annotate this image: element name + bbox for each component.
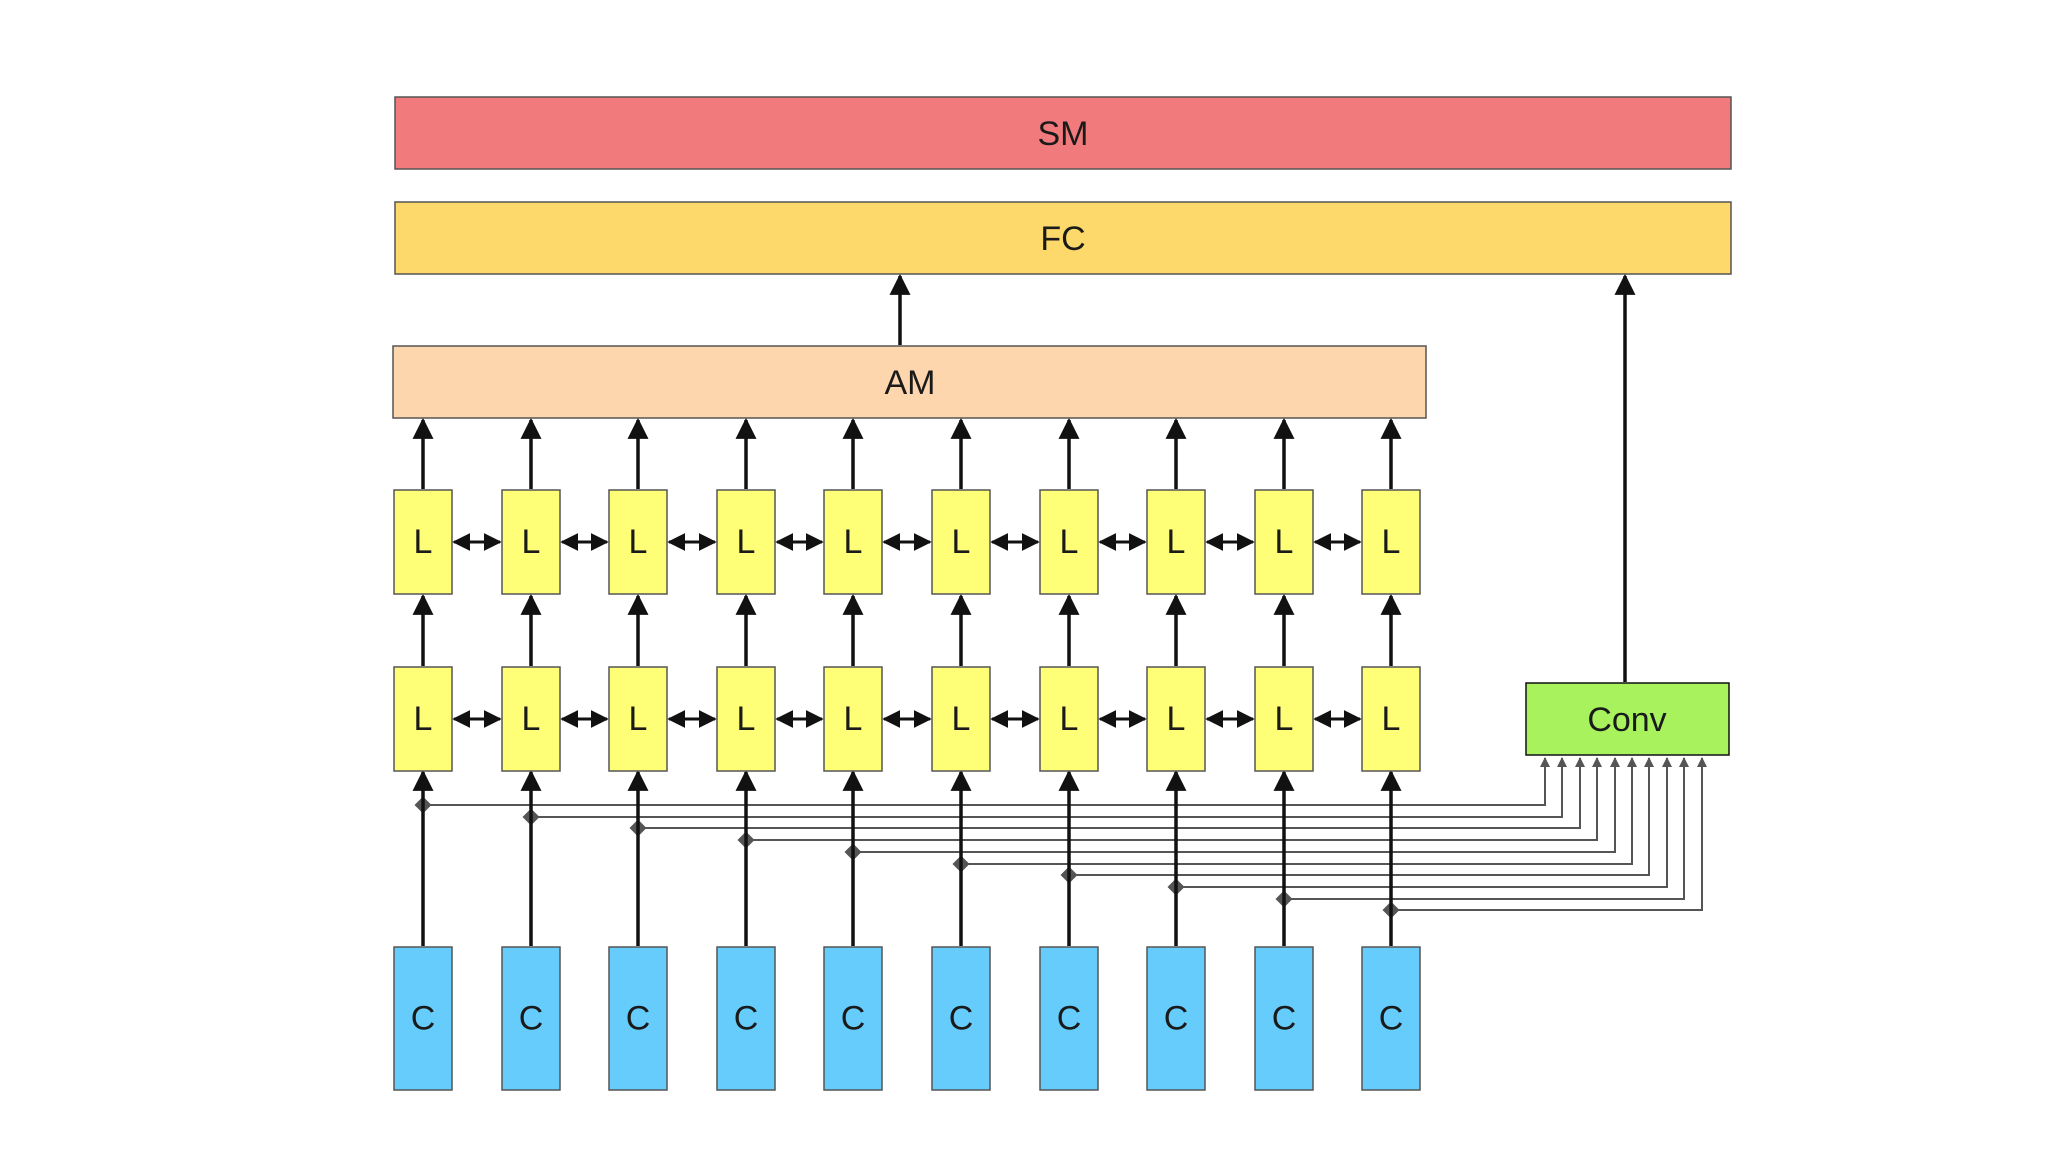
lstm-cell-lower: L [716,666,776,772]
char-label: C [949,1000,974,1038]
lstm-label: L [522,700,541,738]
char-input: C [501,946,561,1091]
lstm-label: L [1275,700,1294,738]
conv-tap-line [961,757,1637,865]
char-label: C [1164,1000,1189,1038]
char-label: C [734,1000,759,1038]
char-label: C [841,1000,866,1038]
lstm-label: L [844,523,863,561]
lstm-cell-upper: L [1361,489,1421,595]
lstm-label: L [414,523,433,561]
lstm-label: L [1060,523,1079,561]
arrows [412,273,1636,946]
char-label: C [1057,1000,1082,1038]
char-input: C [608,946,668,1091]
lstm-cell-upper: L [931,489,991,595]
lstm-cell-lower: L [931,666,991,772]
lstm-cell-upper: L [1039,489,1099,595]
char-label: C [1379,1000,1404,1038]
softmax-block: SM [394,96,1732,170]
lstm-label: L [1167,523,1186,561]
attention-block: AM [392,345,1427,419]
lstm-label: L [844,700,863,738]
lstm-cell-upper: L [823,489,883,595]
char-input: C [393,946,453,1091]
conv-label: Conv [1587,701,1666,739]
lstm-cell-upper: L [1254,489,1314,595]
lstm-cell-lower: L [393,666,453,772]
lstm-label: L [952,523,971,561]
attention-label: AM [885,364,936,402]
lstm-cell-upper: L [393,489,453,595]
lstm-label: L [1275,523,1294,561]
lstm-cell-upper: L [501,489,561,595]
conv-tap-line [1284,757,1689,900]
conv-tap-line [638,757,1585,829]
lstm-label: L [952,700,971,738]
fully-connected-label: FC [1040,220,1085,258]
lstm-cell-upper: L [716,489,776,595]
lstm-label: L [522,523,541,561]
char-input: C [1146,946,1206,1091]
lstm-label: L [629,523,648,561]
conv-tap-line [423,757,1550,806]
lstm-label: L [1382,523,1401,561]
conv-tap-line [1391,757,1707,911]
lstm-cell-lower: L [823,666,883,772]
conv-tap-line [1176,757,1672,888]
lstm-label: L [1167,700,1186,738]
char-label: C [519,1000,544,1038]
lstm-cell-lower: L [1254,666,1314,772]
char-input: C [1254,946,1314,1091]
char-input: C [1039,946,1099,1091]
lstm-cell-lower: L [1146,666,1206,772]
lstm-label: L [1060,700,1079,738]
lstm-label: L [629,700,648,738]
char-input: C [931,946,991,1091]
char-label: C [1272,1000,1297,1038]
lstm-cell-lower: L [1361,666,1421,772]
lstm-cell-upper: L [608,489,668,595]
lstm-cell-lower: L [1039,666,1099,772]
lstm-label: L [737,700,756,738]
softmax-label: SM [1038,115,1089,153]
lstm-cell-lower: L [501,666,561,772]
conv-tap-line [1069,757,1654,876]
conv-tap-lines [414,757,1707,919]
lstm-cell-lower: L [608,666,668,772]
lstm-label: L [414,700,433,738]
char-input: C [823,946,883,1091]
char-label: C [626,1000,651,1038]
conv-tap-line [853,757,1620,853]
conv-tap-line [531,757,1567,818]
char-input: C [716,946,776,1091]
conv-block: Conv [1525,682,1730,756]
char-label: C [411,1000,436,1038]
char-input: C [1361,946,1421,1091]
lstm-cell-upper: L [1146,489,1206,595]
lstm-label: L [1382,700,1401,738]
lstm-label: L [737,523,756,561]
fully-connected-block: FC [394,201,1732,275]
conv-tap-line [746,757,1602,841]
